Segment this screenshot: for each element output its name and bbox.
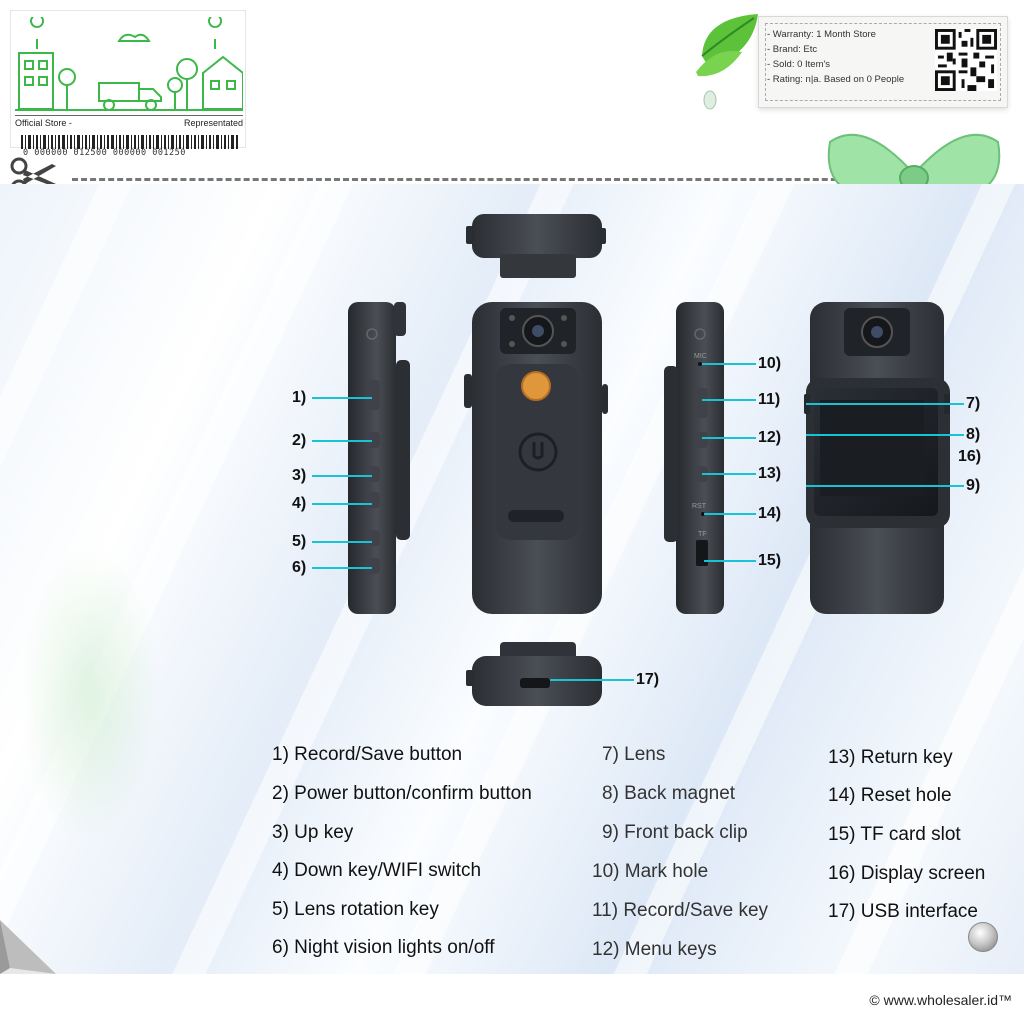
rst-label: RST xyxy=(692,503,707,510)
page-curl-icon xyxy=(0,920,56,974)
device-back-view xyxy=(464,302,608,614)
info-box-border xyxy=(765,23,1001,101)
legend-item-15: 15) TF card slot xyxy=(828,824,961,845)
callout-7: 7) xyxy=(966,395,981,412)
callout-16: 16) xyxy=(958,448,982,465)
legend-item-1: 1) Record/Save button xyxy=(272,744,463,765)
legend-item-4: 4) Down key/WIFI switch xyxy=(272,860,482,881)
legend-item-6: 6) Night vision lights on/off xyxy=(272,937,495,958)
device-bottom-view xyxy=(466,642,602,706)
legend-item-10: 10) Mark hole xyxy=(592,861,709,882)
callout-11: 11) xyxy=(758,391,781,408)
callout-6: 6) xyxy=(292,559,307,576)
official-store-card: Official Store - Representated 0 00 xyxy=(10,10,246,158)
mic-label: MIC xyxy=(694,353,707,360)
product-diagram-panel: MIC RST TF xyxy=(0,184,1024,974)
callout-9: 9) xyxy=(966,477,981,494)
barcode-icon xyxy=(21,135,238,149)
legend-item-3: 3) Up key xyxy=(272,822,354,843)
callout-14: 14) xyxy=(758,505,782,522)
device-diagram: MIC RST TF xyxy=(312,214,964,706)
device-left-side-view xyxy=(348,302,410,614)
device-right-side-view: MIC RST TF xyxy=(664,302,724,614)
callout-4: 4) xyxy=(292,495,307,512)
callout-12: 12) xyxy=(758,429,782,446)
legend-item-8: 8) Back magnet xyxy=(602,783,736,804)
qr-code-icon[interactable] xyxy=(935,29,997,91)
callout-5: 5) xyxy=(292,533,307,550)
callout-17: 17) xyxy=(636,671,660,688)
legend-item-7: 7) Lens xyxy=(602,744,666,765)
callout-3: 3) xyxy=(292,467,307,484)
store-status: Representated xyxy=(183,118,243,128)
dashed-cut-line xyxy=(72,178,882,181)
warranty-text: - Warranty: 1 Month Store xyxy=(767,29,876,40)
info-lines: - Warranty: 1 Month Store - Brand: Etc -… xyxy=(767,27,904,87)
green-glow xyxy=(20,544,160,844)
barcode-number: 0 000000 012500 000000 001250 xyxy=(23,148,186,158)
footer xyxy=(0,974,1024,1024)
legend-item-11: 11) Record/Save key xyxy=(592,900,769,921)
sold-text: - Sold: 0 Item's xyxy=(767,59,831,70)
legend-item-2: 2) Power button/confirm button xyxy=(272,783,532,804)
brand-text: - Brand: Etc xyxy=(767,44,818,55)
device-top-view xyxy=(466,214,606,278)
callout-lines xyxy=(312,363,964,681)
callout-10: 10) xyxy=(758,355,782,372)
legend-item-12: 12) Menu keys xyxy=(592,939,717,960)
product-info-box: - Warranty: 1 Month Store - Brand: Etc -… xyxy=(758,16,1008,108)
legend-item-14: 14) Reset hole xyxy=(828,785,952,806)
rating-text: - Rating: n|a. Based on 0 People xyxy=(767,74,905,85)
city-illustration-icon xyxy=(15,17,243,111)
store-row: Official Store - Representated xyxy=(15,115,243,128)
callout-8: 8) xyxy=(966,426,981,443)
callout-1: 1) xyxy=(292,389,307,406)
callout-2: 2) xyxy=(292,432,307,449)
callout-13: 13) xyxy=(758,465,782,482)
legend-item-5: 5) Lens rotation key xyxy=(272,899,439,920)
tf-label: TF xyxy=(698,531,707,538)
callout-15: 15) xyxy=(758,552,782,569)
store-label: Official Store - xyxy=(15,118,72,128)
copyright-text: © www.wholesaler.id™ xyxy=(869,992,1012,1008)
legend-item-9: 9) Front back clip xyxy=(602,822,748,843)
legend-item-13: 13) Return key xyxy=(828,747,953,768)
device-front-view xyxy=(804,302,950,614)
legend-item-17: 17) USB interface xyxy=(828,901,978,922)
green-leaf-icon xyxy=(696,14,758,110)
legend-item-16: 16) Display screen xyxy=(828,863,986,884)
round-bullet-icon xyxy=(968,922,998,952)
